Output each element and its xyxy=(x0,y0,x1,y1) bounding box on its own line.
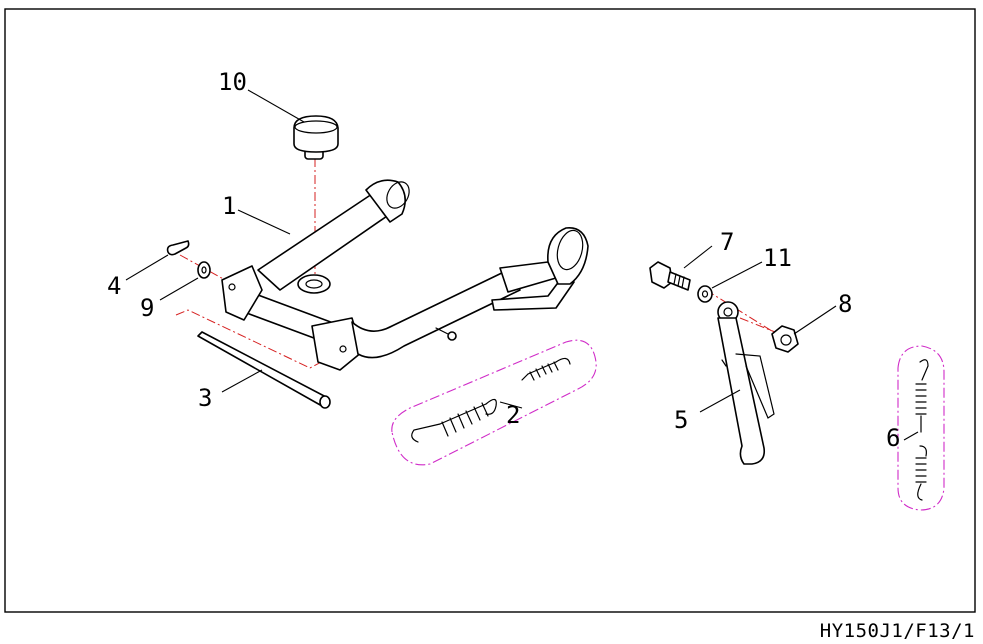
callout-9: 9 xyxy=(140,294,154,322)
callout-1: 1 xyxy=(222,192,236,220)
part-bolt xyxy=(649,261,691,291)
callout-3: 3 xyxy=(198,384,212,412)
part-washer-right xyxy=(697,285,713,303)
part-springs-main-stand xyxy=(391,339,597,466)
part-pivot-shaft xyxy=(197,331,331,409)
part-cotter-pin xyxy=(166,240,190,256)
assembly-axis-lines xyxy=(175,158,781,369)
part-nut xyxy=(771,325,799,353)
part-main-stand xyxy=(221,179,589,371)
part-washer-left xyxy=(197,261,211,279)
part-side-stand xyxy=(717,301,775,465)
callout-numbers: 10 1 4 9 3 2 7 11 8 5 6 xyxy=(107,68,900,452)
callout-6: 6 xyxy=(886,424,900,452)
diagram-code: HY150J1/F13/1 xyxy=(819,620,975,642)
part-springs-side-stand xyxy=(897,345,945,511)
callout-10: 10 xyxy=(218,68,247,96)
diagram-frame xyxy=(4,8,976,613)
callout-7: 7 xyxy=(720,228,734,256)
leader-lines xyxy=(125,89,919,441)
callout-4: 4 xyxy=(107,272,121,300)
callout-5: 5 xyxy=(674,406,688,434)
callout-2: 2 xyxy=(506,401,520,429)
part-stopper xyxy=(293,115,339,160)
callout-8: 8 xyxy=(838,290,852,318)
callout-11: 11 xyxy=(763,244,792,272)
